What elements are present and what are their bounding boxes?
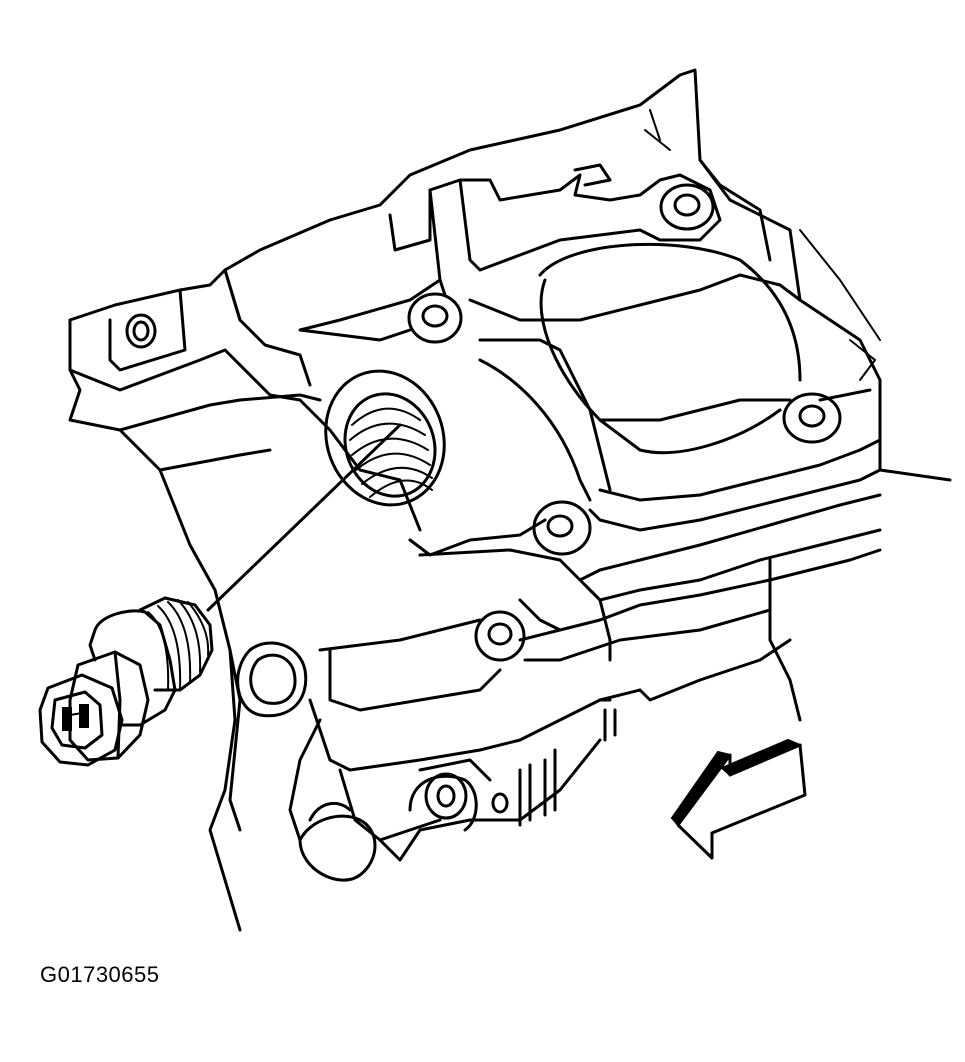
figure-id-label: G01730655: [40, 962, 160, 987]
bolt-hole: [407, 292, 463, 344]
bolt-hole: [532, 500, 592, 556]
threaded-sensor-port: [324, 369, 446, 507]
bolt-hole: [659, 183, 715, 231]
bolt-hole: [424, 772, 468, 820]
leader-line: [206, 423, 402, 612]
bolt-hole: [474, 610, 526, 662]
cylinder-bores: [298, 109, 882, 602]
lower-block: [228, 548, 882, 882]
bolt-hole: [125, 313, 157, 349]
sensor-icon: [38, 596, 214, 767]
bolt-hole: [782, 392, 842, 444]
bolt-holes: [125, 183, 842, 820]
small-hole: [491, 792, 509, 814]
engine-block-outline: [68, 68, 952, 932]
direction-arrow-icon: [670, 738, 807, 860]
